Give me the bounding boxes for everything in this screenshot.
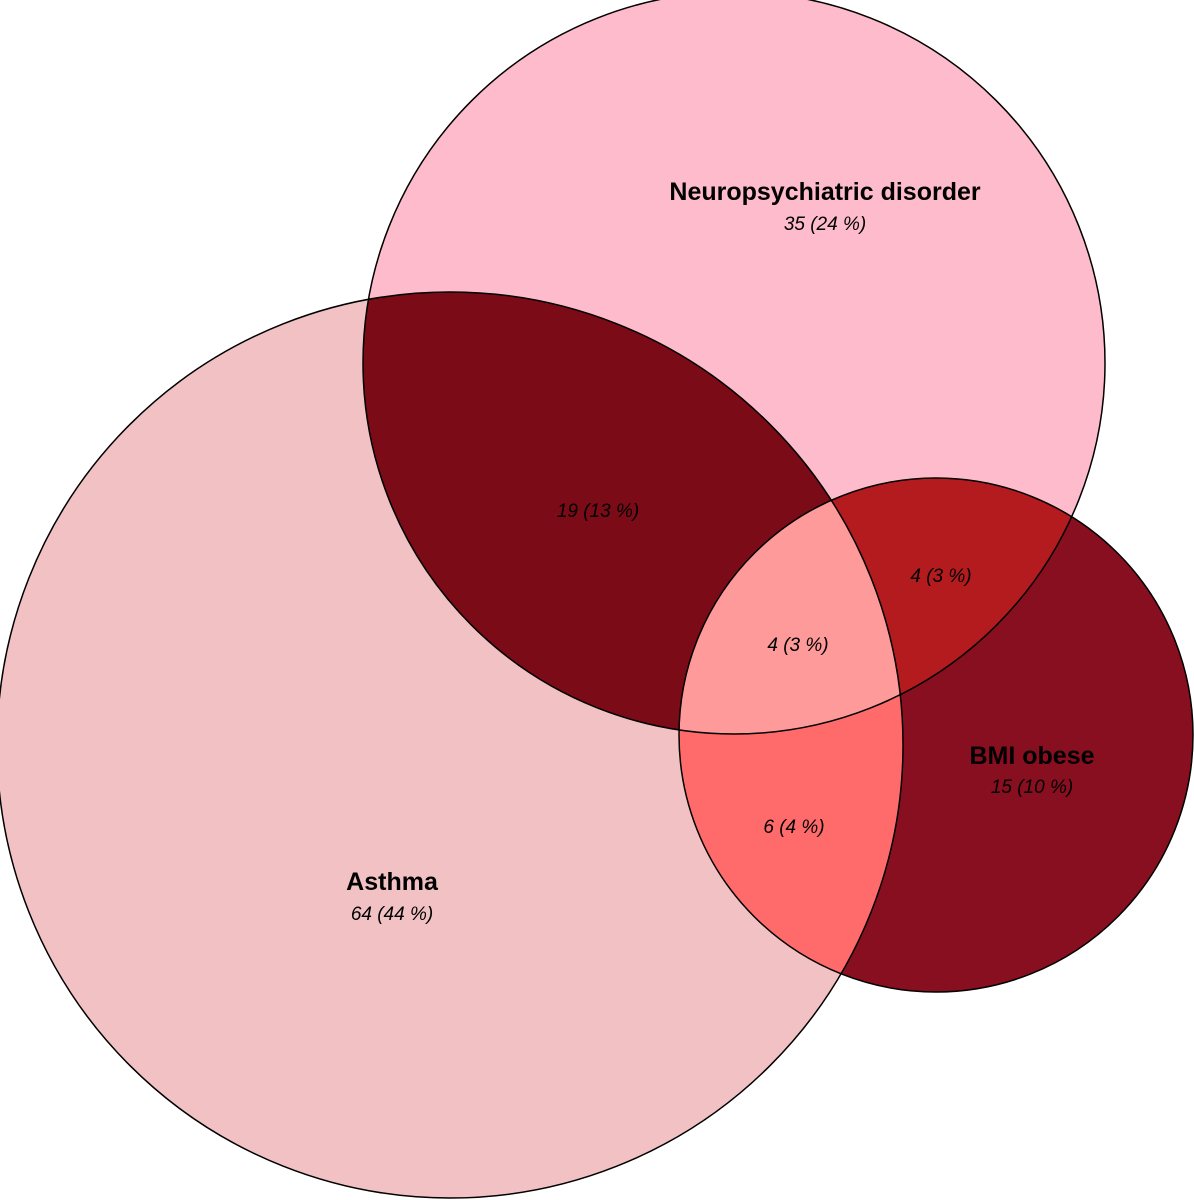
asthma-label: Asthma	[346, 868, 439, 896]
bmi-label: BMI obese	[969, 742, 1094, 770]
asthma-outline	[0, 291, 904, 1199]
asthma-bmi-count: 6 (4 %)	[763, 817, 824, 838]
neuro-bmi-count: 4 (3 %)	[910, 566, 971, 587]
bmi-outline	[678, 477, 1194, 993]
asthma-neuro-count: 19 (13 %)	[557, 501, 639, 522]
neuro-count: 35 (24 %)	[784, 214, 866, 235]
triple-count: 4 (3 %)	[767, 635, 828, 656]
triple-region	[679, 478, 903, 734]
neuro-label: Neuropsychiatric disorder	[669, 178, 980, 206]
asthma-count: 64 (44 %)	[351, 904, 433, 925]
bmi-count: 15 (10 %)	[991, 777, 1073, 798]
neuro-outline	[362, 0, 1106, 735]
